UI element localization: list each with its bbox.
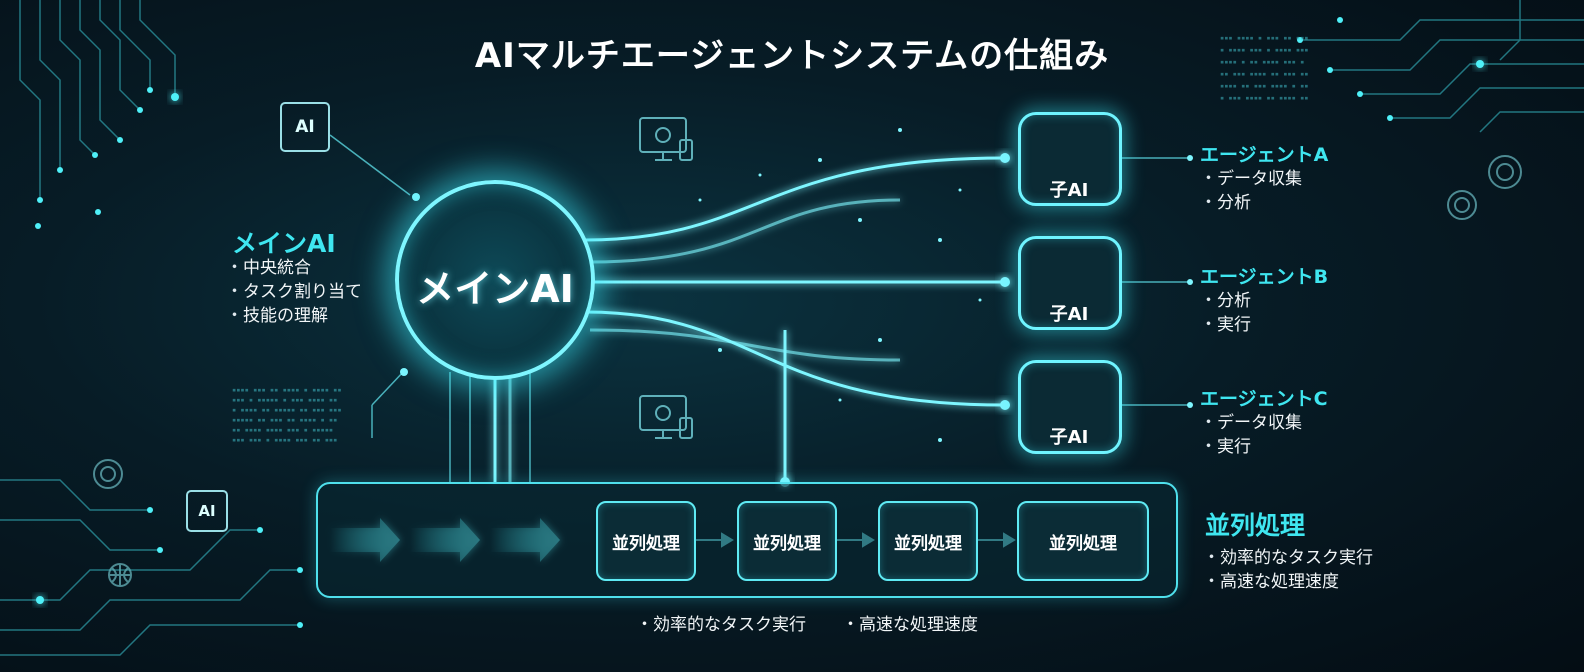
main-ai-role: 中央統合	[226, 256, 362, 280]
svg-text:▪▪▪▪▪ ▪▪ ▪▪▪ ▪▪ ▪▪▪▪ ▪ ▪▪: ▪▪▪▪▪ ▪▪ ▪▪▪ ▪▪ ▪▪▪▪ ▪ ▪▪	[232, 416, 337, 424]
main-ai-role: タスク割り当て	[226, 280, 362, 304]
ai-chip-label-small: AI	[198, 502, 216, 520]
pipeline-benefit: ・高速な処理速度	[842, 615, 978, 635]
main-ai-role: 技能の理解	[226, 304, 362, 328]
binary-pattern-right: ▪▪▪ ▪▪▪▪ ▪ ▪▪▪ ▪▪ ▪▪▪ ▪ ▪▪▪▪ ▪▪▪ ▪ ▪▪▪▪ …	[1220, 34, 1309, 102]
pipeline-step: 並列処理	[878, 501, 978, 581]
svg-text:▪ ▪▪▪▪ ▪▪ ▪▪▪▪▪ ▪▪ ▪▪▪ ▪▪▪: ▪ ▪▪▪▪ ▪▪ ▪▪▪▪▪ ▪▪ ▪▪▪ ▪▪▪	[232, 406, 342, 414]
svg-text:▪▪ ▪▪▪ ▪▪▪▪ ▪▪ ▪▪▪ ▪▪: ▪▪ ▪▪▪ ▪▪▪▪ ▪▪ ▪▪▪ ▪▪	[1220, 70, 1309, 78]
agent-a-name: エージェントA	[1200, 144, 1329, 166]
svg-text:▪▪▪ ▪▪▪ ▪ ▪▪▪▪ ▪▪▪ ▪▪ ▪▪▪: ▪▪▪ ▪▪▪ ▪ ▪▪▪▪ ▪▪▪ ▪▪ ▪▪▪	[232, 436, 337, 444]
child-ai-node-a	[1018, 112, 1122, 206]
agent-c-name: エージェントC	[1200, 388, 1328, 410]
main-ai-roles: 中央統合 タスク割り当て 技能の理解	[226, 256, 362, 328]
pipeline-step: 並列処理	[1017, 501, 1149, 581]
circuit-nodes-top-right	[1297, 17, 1484, 121]
child-ai-label-c: 子AI	[1049, 427, 1089, 448]
binary-pattern-left: ▪▪▪▪ ▪▪▪ ▪▪ ▪▪▪▪ ▪ ▪▪▪▪ ▪▪ ▪▪▪ ▪ ▪▪▪▪▪ ▪…	[232, 386, 342, 444]
svg-text:▪▪▪ ▪ ▪▪▪▪▪ ▪ ▪▪▪ ▪▪▪▪ ▪▪: ▪▪▪ ▪ ▪▪▪▪▪ ▪ ▪▪▪ ▪▪▪▪ ▪▪	[232, 396, 337, 404]
svg-text:▪▪▪▪ ▪▪ ▪▪▪ ▪▪▪▪ ▪ ▪▪: ▪▪▪▪ ▪▪ ▪▪▪ ▪▪▪▪ ▪ ▪▪	[1220, 82, 1309, 90]
svg-text:▪▪▪ ▪▪▪▪ ▪ ▪▪▪ ▪▪ ▪▪▪: ▪▪▪ ▪▪▪▪ ▪ ▪▪▪ ▪▪ ▪▪▪	[1220, 34, 1309, 42]
main-ai-node	[395, 180, 595, 380]
child-ai-node-b	[1018, 236, 1122, 330]
agent-c-task: データ収集	[1200, 411, 1328, 435]
connection-flows	[493, 156, 1006, 482]
svg-text:▪ ▪▪▪ ▪▪▪▪ ▪▪ ▪▪▪▪ ▪▪: ▪ ▪▪▪ ▪▪▪▪ ▪▪ ▪▪▪▪ ▪▪	[1220, 94, 1309, 102]
main-ai-side-label: メインAI	[232, 229, 336, 258]
agent-c-info: エージェントC データ収集 実行	[1200, 384, 1328, 459]
svg-text:▪▪ ▪▪▪▪ ▪▪▪▪ ▪▪▪ ▪ ▪▪▪▪▪: ▪▪ ▪▪▪▪ ▪▪▪▪ ▪▪▪ ▪ ▪▪▪▪▪	[232, 426, 333, 434]
gear-decor-icons	[93, 155, 1522, 587]
circuit-nodes-top-left	[35, 87, 179, 229]
agent-b-name: エージェントB	[1200, 266, 1329, 288]
agent-c-task: 実行	[1200, 435, 1328, 459]
pointer-lines	[329, 134, 1190, 482]
main-ai-node-label: メインAI	[416, 267, 574, 311]
monitor-gear-icon-2	[639, 395, 693, 439]
agent-a-info: エージェントA データ収集 分析	[1200, 140, 1328, 215]
pipeline-benefit: ・効率的なタスク実行	[636, 615, 806, 635]
circuit-nodes-bottom-left	[36, 507, 303, 628]
ai-chip-label: AI	[295, 117, 315, 137]
pipeline-benefit-text: 高速な処理速度	[859, 615, 978, 635]
parallel-label: 並列処理	[1205, 511, 1306, 540]
pipeline-step: 並列処理	[737, 501, 837, 581]
page-title: AIマルチエージェントシステムの仕組み	[474, 36, 1110, 76]
circuit-traces-top-left	[19, 0, 176, 200]
agent-a-task: 分析	[1200, 191, 1328, 215]
agent-b-task: 分析	[1200, 289, 1328, 313]
agent-a-task: データ収集	[1200, 167, 1328, 191]
agent-b-info: エージェントB 分析 実行	[1200, 262, 1328, 337]
ai-chip-icon: AI	[280, 102, 330, 152]
circuit-traces-top-right	[1300, 0, 1584, 133]
parallel-benefit: 効率的なタスク実行	[1203, 546, 1373, 570]
parallel-benefits: 効率的なタスク実行 高速な処理速度	[1203, 546, 1373, 594]
child-ai-label-b: 子AI	[1049, 304, 1089, 325]
child-ai-node-c	[1018, 360, 1122, 454]
svg-text:▪ ▪▪▪▪ ▪▪▪ ▪ ▪▪▪▪ ▪▪▪: ▪ ▪▪▪▪ ▪▪▪ ▪ ▪▪▪▪ ▪▪▪	[1220, 46, 1309, 54]
pipeline-benefit-text: 効率的なタスク実行	[653, 615, 806, 635]
agent-b-task: 実行	[1200, 313, 1328, 337]
child-ai-label-a: 子AI	[1049, 180, 1089, 201]
svg-text:▪▪▪▪ ▪ ▪▪ ▪▪▪▪ ▪▪▪ ▪: ▪▪▪▪ ▪ ▪▪ ▪▪▪▪ ▪▪▪ ▪	[1220, 58, 1304, 66]
circuit-traces-bottom-left	[0, 479, 300, 656]
monitor-gear-icon	[639, 117, 693, 161]
pipeline-step: 並列処理	[596, 501, 696, 581]
ai-chip-icon-small: AI	[186, 490, 228, 532]
svg-text:▪▪▪▪ ▪▪▪ ▪▪ ▪▪▪▪ ▪ ▪▪▪▪ ▪▪: ▪▪▪▪ ▪▪▪ ▪▪ ▪▪▪▪ ▪ ▪▪▪▪ ▪▪	[232, 386, 342, 394]
parallel-benefit: 高速な処理速度	[1203, 570, 1373, 594]
